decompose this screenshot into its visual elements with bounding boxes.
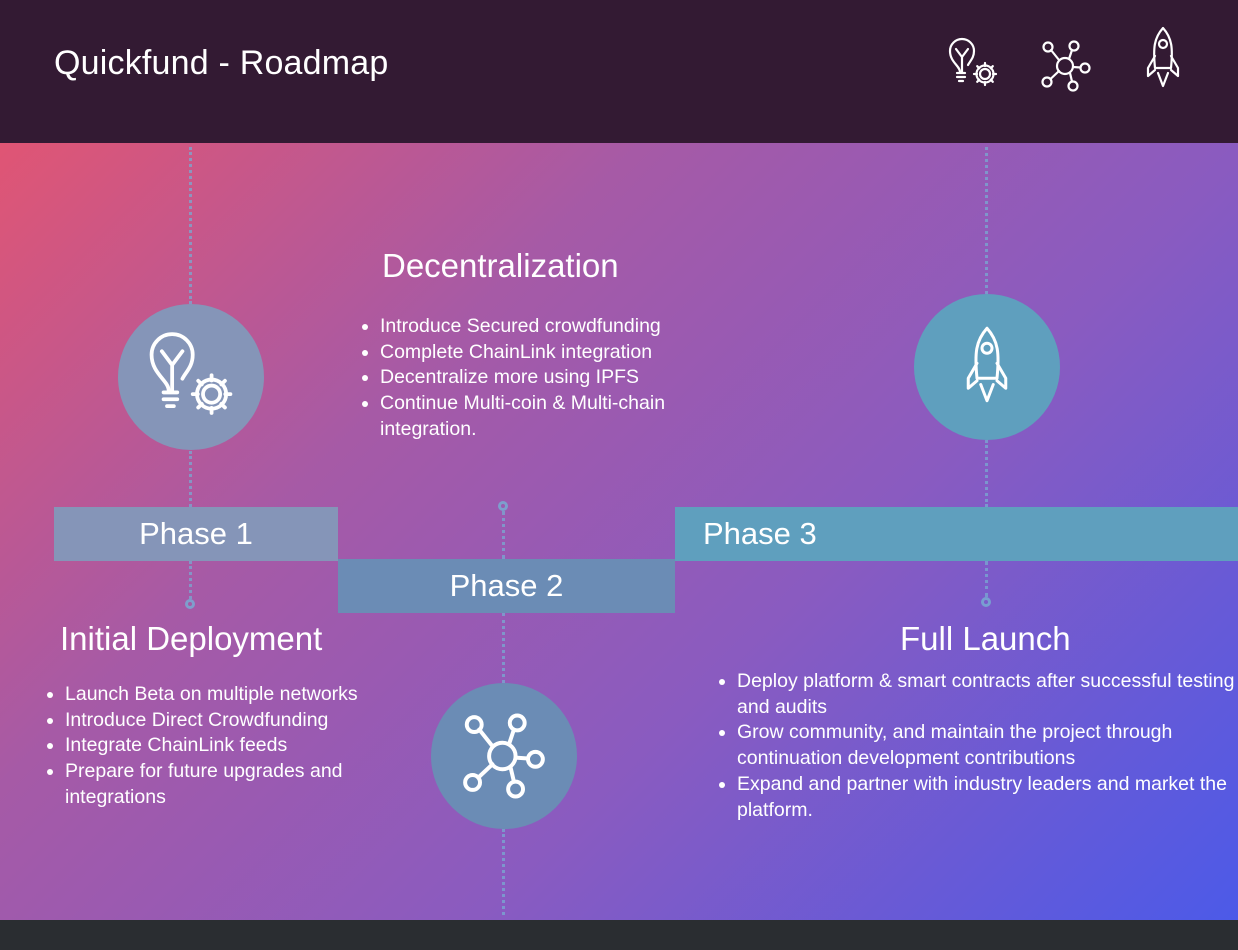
phase2-label: Phase 2 bbox=[449, 568, 564, 603]
list-item: Launch Beta on multiple networks bbox=[65, 682, 375, 708]
list-item: Expand and partner with industry leaders… bbox=[737, 772, 1237, 823]
phase3-list: Deploy platform & smart contracts after … bbox=[715, 669, 1237, 823]
list-item: Continue Multi-coin & Multi-chain integr… bbox=[380, 391, 700, 442]
connector-line bbox=[985, 440, 988, 507]
phase1-label: Phase 1 bbox=[139, 516, 253, 551]
connector-node bbox=[981, 597, 991, 607]
network-icon bbox=[1040, 40, 1092, 92]
list-item: Complete ChainLink integration bbox=[380, 340, 700, 366]
rocket-icon bbox=[966, 326, 1008, 403]
list-item: Introduce Direct Crowdfunding bbox=[65, 708, 375, 734]
connector-line bbox=[189, 451, 192, 507]
bulb-gear-icon bbox=[149, 332, 233, 415]
connector-line bbox=[502, 511, 505, 559]
phase1-title: Initial Deployment bbox=[60, 620, 323, 657]
list-item: Decentralize more using IPFS bbox=[380, 365, 700, 391]
list-item: Introduce Secured crowdfunding bbox=[380, 314, 700, 340]
list-item: Prepare for future upgrades and integrat… bbox=[65, 759, 375, 810]
phase3-bar: Phase 3 bbox=[675, 507, 1238, 561]
roadmap-canvas: Phase 1 Phase 2 Phase 3 Decentralization… bbox=[0, 143, 1238, 920]
phase3-title: Full Launch bbox=[900, 620, 1071, 657]
phase2-icon-circle bbox=[431, 683, 577, 829]
phase3-icon-circle bbox=[914, 294, 1060, 440]
rocket-icon bbox=[1143, 26, 1183, 92]
network-icon bbox=[463, 713, 545, 799]
header: Quickfund - Roadmap bbox=[0, 0, 1238, 143]
phase1-list: Launch Beta on multiple networks Introdu… bbox=[43, 682, 375, 811]
phase2-list: Introduce Secured crowdfunding Complete … bbox=[358, 314, 700, 443]
list-item: Integrate ChainLink feeds bbox=[65, 733, 375, 759]
page-title: Quickfund - Roadmap bbox=[54, 44, 389, 82]
connector-node bbox=[498, 501, 508, 511]
phase1-icon-circle bbox=[118, 304, 264, 450]
list-item: Deploy platform & smart contracts after … bbox=[737, 669, 1237, 720]
connector-line bbox=[985, 147, 988, 294]
footer-bar bbox=[0, 920, 1238, 950]
connector-line bbox=[985, 561, 988, 597]
connector-line bbox=[189, 561, 192, 599]
connector-line bbox=[189, 147, 192, 304]
phase1-bar: Phase 1 bbox=[54, 507, 338, 561]
bulb-gear-icon bbox=[944, 36, 1002, 92]
phase2-title: Decentralization bbox=[382, 247, 619, 284]
connector-node bbox=[185, 599, 195, 609]
connector-line bbox=[502, 613, 505, 683]
phase2-bar: Phase 2 bbox=[338, 559, 675, 613]
phase3-label: Phase 3 bbox=[703, 516, 817, 551]
list-item: Grow community, and maintain the project… bbox=[737, 720, 1237, 771]
connector-line bbox=[502, 829, 505, 915]
